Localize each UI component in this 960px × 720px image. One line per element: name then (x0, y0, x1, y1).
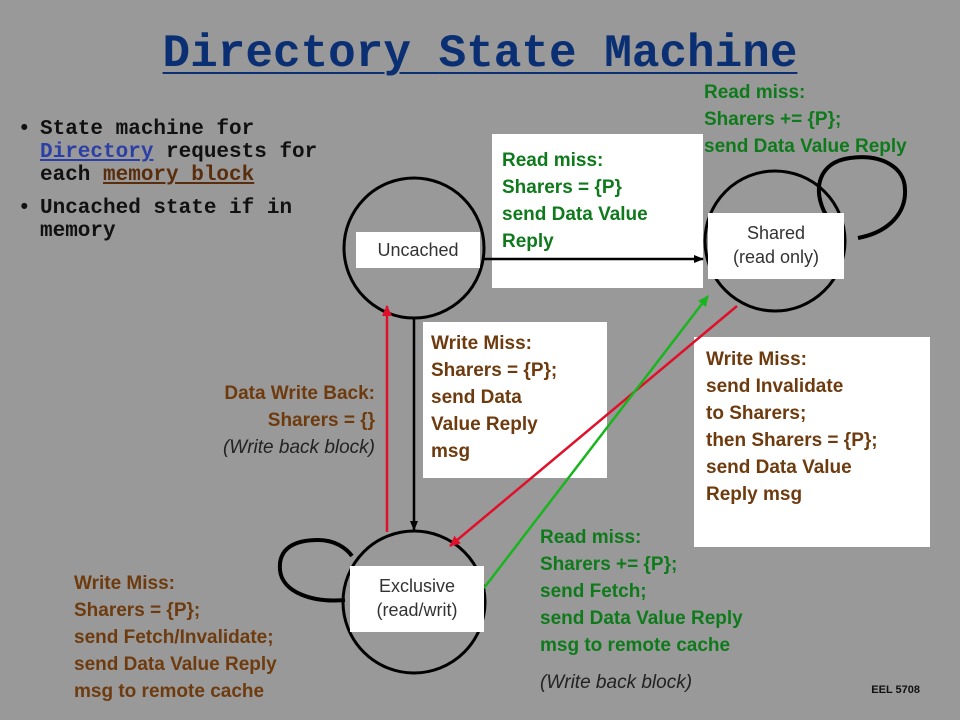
label-sharers-empty: Sharers = {} (267, 410, 375, 431)
bullet-1-text: State machine for (40, 118, 255, 141)
bullet-dot: • (18, 118, 31, 141)
transition-box-shared-exclusive (694, 337, 930, 547)
bullet-1-mid: requests for each (40, 141, 318, 187)
transition-box-uncached-shared (492, 134, 703, 288)
self-loop-exclusive (277, 537, 354, 603)
bullet-dot: • (18, 197, 31, 220)
title-part-directory: Directory (162, 28, 439, 80)
label-write-back-block-left: (Write back block) (222, 437, 375, 458)
state-uncached-label: Uncached (356, 232, 480, 268)
page-title: Directory State Machine (0, 28, 960, 80)
label-shared-to-exclusive: Write Miss: send Invalidate to Sharers; … (706, 349, 878, 505)
arrow-shared-to-exclusive (449, 305, 738, 547)
bullet-item-1: • State machine for Directory requests f… (18, 118, 348, 187)
label-uncached-to-exclusive: Write Miss: Sharers = {P}; send Data Val… (431, 333, 558, 462)
label-write-back-block-right: (Write back block) (540, 672, 693, 693)
title-part-state-machine: State Machine (438, 28, 798, 80)
state-circle-shared (703, 169, 847, 313)
directory-link[interactable]: Directory (40, 141, 154, 164)
state-circle-exclusive (341, 529, 487, 675)
course-footer: EEL 5708 (871, 684, 920, 696)
label-shared-self-loop: Read miss: Sharers += {P}; send Data Val… (704, 82, 907, 157)
state-shared-label: Shared (read only) (708, 213, 844, 279)
bullet-item-2: • Uncached state if in memory (18, 197, 348, 243)
label-uncached-to-shared: Read miss: Sharers = {P} send Data Value… (502, 150, 648, 252)
state-exclusive-label: Exclusive (read/writ) (350, 566, 484, 632)
bullet-list: • State machine for Directory requests f… (18, 118, 348, 253)
label-exclusive-self-loop: Write Miss: Sharers = {P}; send Fetch/In… (74, 573, 277, 702)
label-exclusive-to-shared: Read miss: Sharers += {P}; send Fetch; s… (540, 527, 743, 656)
memory-block-link[interactable]: memory block (103, 164, 255, 187)
bullet-2-text: Uncached state if in memory (40, 197, 293, 243)
arrow-exclusive-to-shared (483, 295, 709, 589)
self-loop-shared (816, 155, 908, 240)
label-data-write-back: Data Write Back: (224, 383, 375, 404)
transition-box-uncached-exclusive (423, 322, 607, 478)
